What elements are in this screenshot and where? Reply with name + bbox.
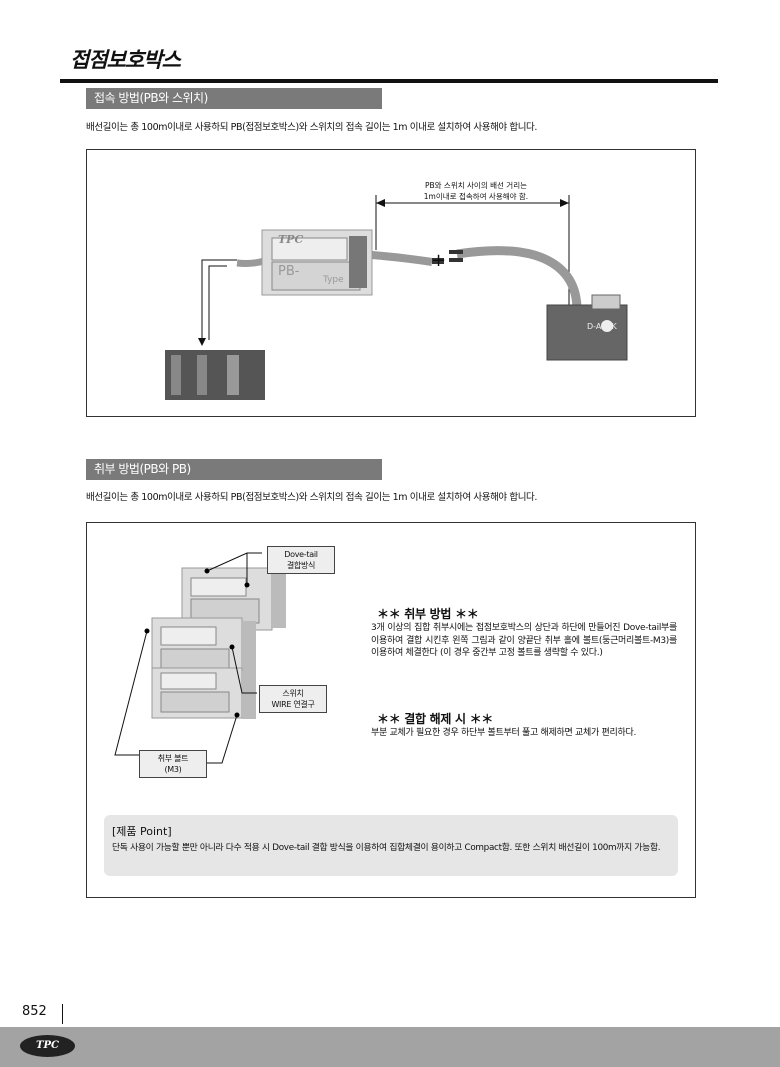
- distance-note: PB와 스위치 사이의 배선 거리는 1m이내로 접속하여 사용해야 함.: [423, 181, 529, 201]
- arrow-right-icon: [560, 199, 569, 207]
- mounting-diagram-box: Dove-tail 결합방식 스위치 WIRE 연결구 취부 볼트 (M3) ＊…: [86, 522, 696, 898]
- page-title: 접점보호박스: [70, 48, 181, 72]
- mount-heading: ＊＊ 취부 방법 ＊＊: [377, 607, 479, 621]
- product-point-box: [제품 Point] 단독 사용이 가능할 뿐만 아니라 다수 적용 시 Dov…: [104, 815, 678, 876]
- connection-diagram-box: PB와 스위치 사이의 배선 거리는 1m이내로 접속하여 사용해야 함. TP…: [86, 149, 696, 417]
- stacked-pb-diagram: [114, 552, 286, 764]
- tpc-logo: TPC: [20, 1035, 75, 1057]
- switch-model: D-A73K: [587, 322, 617, 331]
- section-heading-mounting: 취부 방법(PB와 PB): [86, 459, 382, 480]
- connection-diagram: [165, 195, 628, 400]
- release-text: 부분 교체가 필요한 경우 하단부 볼트부터 풀고 해제하면 교체가 편리하다.: [371, 728, 637, 738]
- plc-image: [165, 350, 265, 400]
- section-description: 배선길이는 총 100m이내로 사용하되 PB(접점보호박스)와 스위치의 접속…: [86, 492, 538, 503]
- label-mount-bolt: 취부 볼트 (M3): [139, 750, 207, 778]
- arrow-left-icon: [376, 199, 385, 207]
- section-description: 배선길이는 총 100m이내로 사용하되 PB(접점보호박스)와 스위치의 접속…: [86, 122, 538, 133]
- switch-image: [546, 304, 628, 361]
- pb-brand: TPC: [278, 233, 304, 246]
- point-text: 단독 사용이 가능할 뿐만 아니라 다수 적용 시 Dove-tail 결합 방…: [112, 843, 661, 853]
- pb-model: PB-: [278, 264, 300, 279]
- plus-sign: +: [431, 250, 447, 271]
- pb-box-image: [151, 667, 256, 719]
- mount-text: 3개 이상의 집합 취부시에는 접점보호박스의 상단과 하단에 만들어진 Dov…: [371, 623, 677, 658]
- title-divider: [60, 79, 718, 83]
- label-wire-connector: 스위치 WIRE 연결구: [259, 685, 327, 713]
- page-number-divider: [62, 1004, 63, 1024]
- page-number: 852: [22, 1004, 47, 1019]
- section-heading-connection: 접속 방법(PB와 스위치): [86, 88, 382, 109]
- point-title: [제품 Point]: [112, 825, 172, 838]
- label-dovetail: Dove-tail 결합방식: [267, 546, 335, 574]
- pb-type: Type: [323, 275, 344, 285]
- footer-band: TPC: [0, 1027, 780, 1067]
- release-heading: ＊＊ 결합 해제 시 ＊＊: [377, 712, 494, 726]
